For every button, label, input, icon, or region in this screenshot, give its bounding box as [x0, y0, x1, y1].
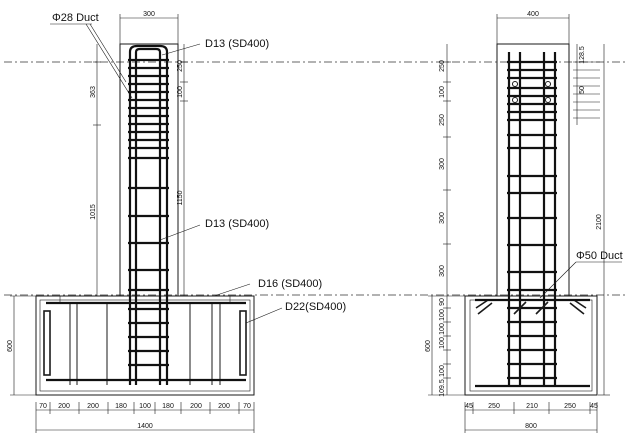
label-duct28: Φ28 Duct [52, 12, 99, 24]
left-footing-outline [35, 295, 255, 396]
right-dim-1285: 128.5 [579, 46, 586, 64]
label-d16: D16 (SD400) [258, 278, 322, 290]
right-dim-90: 90 [439, 298, 446, 306]
left-dim-1015: 1015 [90, 204, 97, 220]
right-dim-800: 800 [525, 423, 537, 430]
label-duct50: Φ50 Duct [576, 250, 623, 262]
right-column-ties [507, 60, 557, 380]
left-dim-100: 100 [139, 403, 151, 410]
left-dim-250: 250 [177, 60, 184, 72]
right-dim-100b: 100 [439, 323, 446, 335]
right-dim-100: 100 [439, 86, 446, 98]
right-elevation: 400 250 100 250 300 300 300 128. [425, 11, 623, 433]
right-column-outline [496, 43, 570, 297]
left-elevation: 300 250 100 1150 363 1015 600 [7, 11, 346, 433]
right-dim-300a: 300 [439, 158, 446, 170]
left-column-outline [119, 43, 179, 297]
left-dim-1400: 1400 [137, 423, 153, 430]
left-dim-180a: 180 [115, 403, 127, 410]
right-dim-100a: 100 [439, 309, 446, 321]
right-dim-1095: 109.5 [439, 379, 446, 397]
left-dim-363: 363 [90, 86, 97, 98]
right-dim-50: 50 [579, 86, 586, 94]
left-dim-600: 600 [7, 340, 14, 352]
right-dim-100c: 100 [439, 337, 446, 349]
right-footing-outline [464, 295, 598, 396]
right-dim-100d: 100 [439, 365, 446, 377]
right-dim-45b: 45 [590, 403, 598, 410]
right-dim-250a: 250 [439, 60, 446, 72]
left-dim-1150: 1150 [177, 190, 184, 205]
left-dim-200a: 200 [58, 403, 70, 410]
left-dim-200d: 200 [218, 403, 230, 410]
label-d13-top: D13 (SD400) [205, 38, 269, 50]
right-dim-2100: 2100 [596, 214, 603, 230]
right-dim-250c: 250 [488, 403, 500, 410]
right-dim-300c: 300 [439, 265, 446, 277]
left-dim-200c: 200 [190, 403, 202, 410]
left-dim-70a: 70 [39, 403, 47, 410]
label-d22: D22(SD400) [285, 301, 346, 313]
right-dim-210: 210 [526, 403, 538, 410]
right-dim-45a: 45 [465, 403, 473, 410]
right-dim-300b: 300 [439, 212, 446, 224]
right-dim-600: 600 [425, 340, 432, 352]
label-d13-mid: D13 (SD400) [205, 218, 269, 230]
right-dim-250d: 250 [564, 403, 576, 410]
right-dim-250b: 250 [439, 114, 446, 126]
left-dim-300: 300 [143, 11, 155, 18]
right-dim-400: 400 [527, 11, 539, 18]
left-dim-100: 100 [177, 86, 184, 98]
left-dim-70b: 70 [243, 403, 251, 410]
left-dim-180b: 180 [162, 403, 174, 410]
left-column-ties [128, 58, 169, 367]
left-dim-200b: 200 [87, 403, 99, 410]
